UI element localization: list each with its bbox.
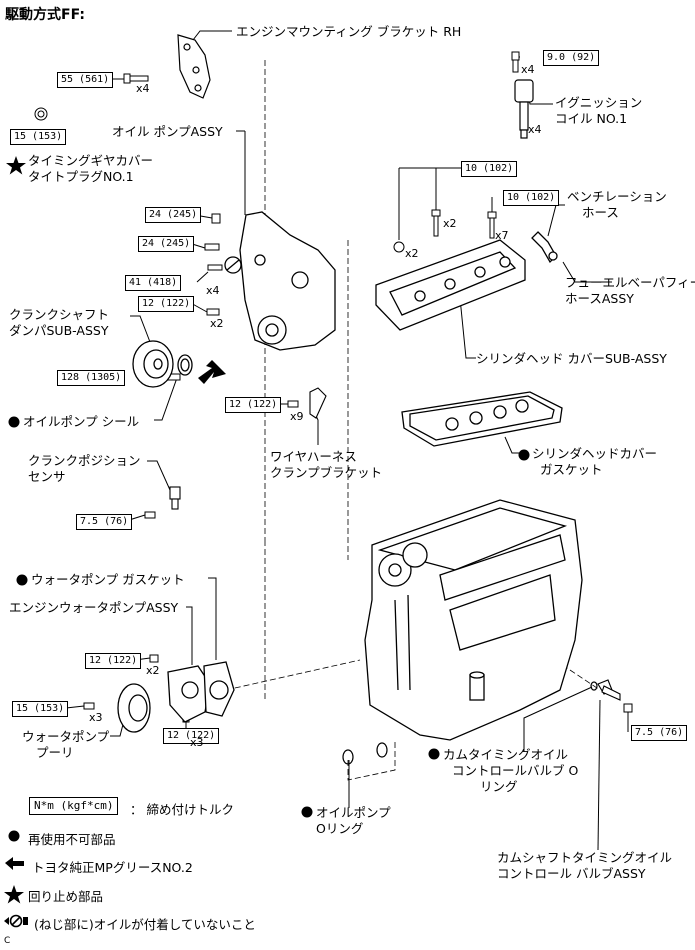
torque-box: 15 (153) bbox=[10, 129, 67, 145]
label-cam-valve-2: コントロール バルブASSY bbox=[497, 866, 646, 881]
label-wire-bracket-1: ワイヤハーネス bbox=[270, 449, 357, 464]
legend-torque-box: N*m (kgf*cm) bbox=[29, 797, 119, 815]
label-crank-sensor-2: センサ bbox=[28, 469, 66, 484]
qty-label: x3 bbox=[190, 736, 204, 749]
o-rings-drawing bbox=[342, 681, 598, 765]
legend-non-reusable: 再使用不可部品 bbox=[28, 832, 116, 847]
leader-head-cover bbox=[459, 297, 476, 359]
mp-grease-arrow bbox=[198, 360, 226, 384]
label-wp-pulley-1: ウォータポンプ bbox=[22, 729, 110, 744]
qty-label: x9 bbox=[290, 410, 304, 423]
wire-bracket-drawing bbox=[309, 387, 327, 419]
leader-vent-hose bbox=[547, 204, 565, 237]
legend-torque-desc: ： 締め付けトルク bbox=[130, 802, 234, 817]
label-cam-valve-1: カムシャフトタイミングオイル bbox=[497, 850, 673, 865]
qty-label: x2 bbox=[210, 317, 224, 330]
crank-sensor-drawing bbox=[169, 486, 181, 510]
leader-seal bbox=[154, 374, 179, 421]
legend-mp-grease: トヨタ純正MPグリースNO.2 bbox=[32, 860, 193, 875]
qty-label: x7 bbox=[495, 229, 509, 242]
leader-wp-assy bbox=[186, 606, 193, 665]
torque-box: 12 (122) bbox=[163, 728, 220, 744]
qty-label: x3 bbox=[89, 711, 103, 724]
non-reusable-icon bbox=[301, 806, 313, 818]
ignition-coil-drawing bbox=[514, 79, 534, 139]
label-head-gasket-2: ガスケット bbox=[540, 462, 603, 477]
label-wire-bracket-2: クランプブラケット bbox=[270, 465, 383, 480]
torque-box: 24 (245) bbox=[145, 207, 202, 223]
torque-box: 9.0 (92) bbox=[543, 50, 600, 66]
label-ignition-coil-2: コイル NO.1 bbox=[555, 111, 628, 126]
oil-pump-drawing bbox=[224, 211, 336, 351]
cam-valve-drawing bbox=[597, 679, 621, 701]
leader-damper bbox=[130, 315, 151, 343]
label-crank-sensor-1: クランクポジション bbox=[28, 453, 141, 468]
crank-damper-drawing bbox=[132, 340, 193, 388]
qty-label: x2 bbox=[146, 664, 160, 677]
qty-label: x2 bbox=[443, 217, 457, 230]
torque-box: 55 (561) bbox=[57, 72, 114, 88]
torque-box: 12 (122) bbox=[85, 653, 142, 669]
leader-fuel-hose bbox=[562, 261, 612, 283]
label-head-gasket-1: シリンダヘッドカバー bbox=[532, 446, 658, 461]
engine-block-drawing bbox=[364, 499, 583, 741]
leader-crank-sensor bbox=[147, 460, 171, 491]
label-timing-cover-plug-1: タイミングギヤカバー bbox=[28, 153, 154, 168]
non-reusable-icon bbox=[16, 574, 28, 586]
head-gasket-drawing bbox=[401, 391, 563, 447]
label-damper-1: クランクシャフト bbox=[9, 307, 110, 322]
non-reusable-icon bbox=[8, 416, 20, 428]
label-ignition-coil-1: イグニッション bbox=[555, 95, 643, 110]
label-fuel-hose-2: ホースASSY bbox=[565, 291, 634, 306]
torque-box: 7.5 (76) bbox=[76, 514, 133, 530]
label-cam-oring-1: カムタイミングオイル bbox=[443, 747, 569, 762]
torque-box: 12 (122) bbox=[225, 397, 282, 413]
label-oil-oring-1: オイルポンプ bbox=[316, 805, 391, 820]
label-head-cover: シリンダヘッド カバーSUB-ASSY bbox=[476, 351, 667, 366]
label-wp-gasket: ウォータポンプ ガスケット bbox=[31, 572, 185, 587]
leader-mount-bracket bbox=[192, 30, 232, 41]
water-pump-drawing bbox=[117, 661, 235, 733]
torque-box: 41 (418) bbox=[125, 275, 182, 291]
corner-label: C bbox=[4, 936, 11, 946]
legend-no-oil: (ねじ部に)オイルが付着していないこと bbox=[34, 917, 256, 932]
label-vent-hose-1: ベンチレーション bbox=[567, 189, 667, 204]
torque-box: 12 (122) bbox=[138, 296, 195, 312]
qty-label: x2 bbox=[405, 247, 419, 260]
label-cam-oring-3: リング bbox=[480, 779, 518, 794]
label-timing-cover-plug-2: タイトプラグNO.1 bbox=[28, 169, 134, 184]
qty-label: x4 bbox=[521, 63, 535, 76]
label-wp-assy: エンジンウォータポンプASSY bbox=[9, 600, 179, 615]
leader-wp-gasket bbox=[208, 577, 217, 660]
label-oil-pump-assy: オイル ポンプASSY bbox=[112, 124, 223, 139]
non-reusable-icon bbox=[518, 449, 530, 461]
label-vent-hose-2: ホース bbox=[582, 205, 619, 220]
torque-box: 7.5 (76) bbox=[631, 725, 688, 741]
page-title: 駆動方式FF: bbox=[5, 7, 85, 23]
torque-box: 128 (1305) bbox=[57, 370, 126, 386]
mount-bracket-drawing bbox=[177, 34, 211, 99]
label-oil-oring-2: Oリング bbox=[316, 821, 364, 836]
head-cover-drawing bbox=[375, 231, 558, 331]
qty-label: x4 bbox=[528, 123, 542, 136]
torque-box: 10 (102) bbox=[503, 190, 560, 206]
label-damper-2: ダンパSUB-ASSY bbox=[9, 323, 109, 338]
legend-symbols bbox=[4, 830, 28, 928]
legend-anti-loosen: 回り止め部品 bbox=[28, 889, 104, 904]
star-icon bbox=[6, 156, 26, 175]
torque-box: 24 (245) bbox=[138, 236, 195, 252]
leader-cam-valve bbox=[597, 699, 601, 851]
label-cam-oring-2: コントロールバルブ O bbox=[452, 763, 579, 778]
label-fuel-hose-1: フューエルベーパフィード bbox=[565, 275, 695, 290]
label-oil-pump-seal: オイルポンプ シール bbox=[23, 414, 140, 429]
torque-box: 10 (102) bbox=[461, 161, 518, 177]
qty-label: x4 bbox=[206, 284, 220, 297]
label-wp-pulley-2: プーリ bbox=[36, 745, 74, 760]
label-engine-mount-bracket: エンジンマウンティング ブラケット RH bbox=[236, 24, 462, 39]
non-reusable-icon bbox=[428, 748, 440, 760]
torque-box: 15 (153) bbox=[12, 701, 69, 717]
leader-cam-oring bbox=[523, 686, 593, 752]
qty-label: x4 bbox=[136, 82, 150, 95]
